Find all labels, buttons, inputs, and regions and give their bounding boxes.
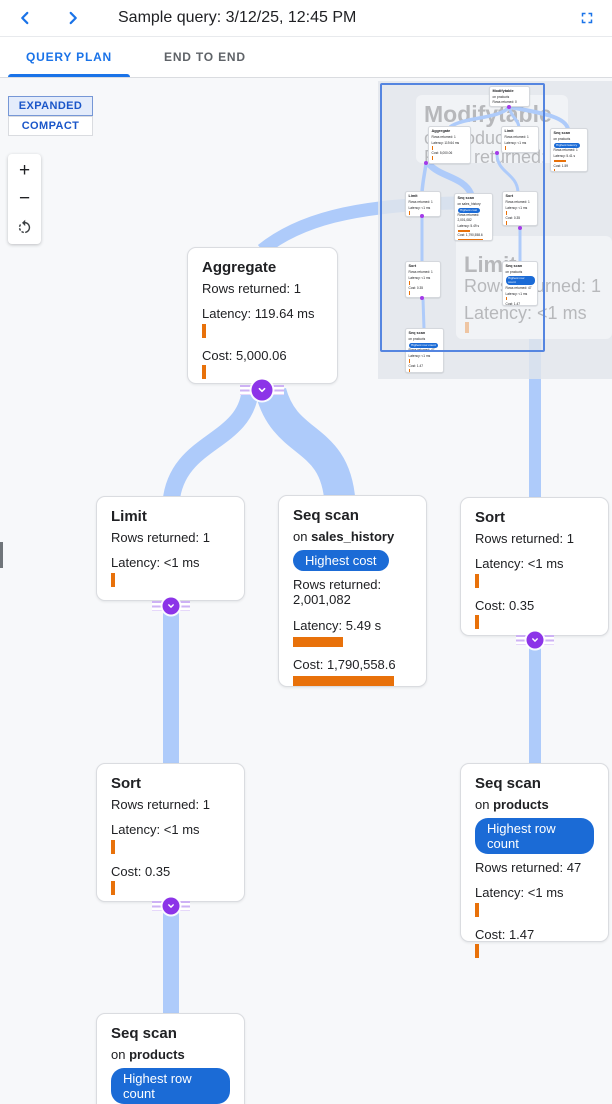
cost-bar <box>111 880 115 895</box>
chevron-down-icon <box>526 631 544 648</box>
mini-node-limit-top: Limit Rows returned: 1 Latency: <1 ms <box>501 126 539 153</box>
plan-node-seq-scan-products-right[interactable]: Seq scan on products Highest row count R… <box>460 763 609 958</box>
plan-node-seq-scan-products-bottom[interactable]: Seq scan on products Highest row count R… <box>96 1013 245 1104</box>
mini-node-sort-a: Sort Rows returned: 1 Latency: <1 ms Cos… <box>502 191 538 226</box>
node-title: Aggregate <box>202 259 277 276</box>
highest-cost-badge: Highest cost <box>293 550 389 571</box>
layout-toggle: EXPANDED COMPACT <box>8 96 93 136</box>
node-title: Sort <box>111 775 141 792</box>
node-cost: Cost: 0.35 <box>111 863 171 879</box>
tab-query-plan[interactable]: QUERY PLAN <box>0 37 138 77</box>
node-table: on sales_history <box>293 529 395 544</box>
collapse-aggregate-button[interactable] <box>240 379 284 401</box>
collapse-limit-button[interactable] <box>152 596 190 615</box>
node-latency: Latency: 5.49 s <box>293 617 382 633</box>
ghost-latency-bar <box>465 322 469 333</box>
latency-bar <box>293 636 343 647</box>
zoom-controls: + − <box>8 154 41 244</box>
page-title: Sample query: 3/12/25, 12:45 PM <box>118 9 357 26</box>
zoom-out-button[interactable]: − <box>8 185 41 213</box>
cost-bar <box>475 943 479 958</box>
chevron-left-icon <box>21 11 29 25</box>
node-rows: Rows returned: 1 <box>202 281 301 296</box>
minimap-edges <box>420 105 570 330</box>
fullscreen-button[interactable] <box>572 3 602 33</box>
mini-connector-dot <box>507 105 511 109</box>
header: Sample query: 3/12/25, 12:45 PM <box>0 0 612 37</box>
latency-bar <box>111 839 115 854</box>
node-rows: Rows returned: 2,001,082 <box>293 577 382 608</box>
expanded-button[interactable]: EXPANDED <box>8 96 93 116</box>
latency-bar <box>475 573 479 588</box>
node-rows: Rows returned: 1 <box>111 530 210 545</box>
chevron-down-icon <box>162 897 180 914</box>
chevron-down-icon <box>162 597 180 614</box>
cost-bar <box>293 676 394 687</box>
query-plan-canvas[interactable]: Aggregate Rows returned: 1 Latency: 119.… <box>0 78 612 1104</box>
latency-bar <box>475 902 479 917</box>
tab-bar: QUERY PLAN END TO END <box>0 37 612 78</box>
node-table: on products <box>475 797 549 812</box>
mini-connector-dot <box>495 151 499 155</box>
node-latency: Latency: <1 ms <box>475 556 564 572</box>
mini-connector-dot <box>420 214 424 218</box>
node-cost: Cost: 0.35 <box>475 597 535 613</box>
highest-row-count-badge: Highest row count <box>475 818 594 854</box>
edge-aggregate-to-limit <box>162 390 259 504</box>
node-table: on products <box>111 1047 185 1062</box>
node-cost: Cost: 5,000.06 <box>202 347 287 363</box>
tab-end-to-end[interactable]: END TO END <box>164 50 246 64</box>
minimap-viewport[interactable] <box>380 83 545 352</box>
plan-node-sort-left[interactable]: Sort Rows returned: 1 Latency: <1 ms Cos… <box>96 763 245 902</box>
mini-node-sort-b: Sort Rows returned: 1 Latency: <1 ms Cos… <box>405 261 441 298</box>
latency-bar <box>202 323 206 338</box>
plan-node-limit[interactable]: Limit Rows returned: 1 Latency: <1 ms <box>96 496 245 601</box>
collapse-sort-left-button[interactable] <box>152 896 190 915</box>
collapse-sort-right-button[interactable] <box>516 630 554 649</box>
ghost-limit-latency: Latency: <1 ms <box>464 303 587 323</box>
mini-node-seq-scan-sales: Seq scan on sales_history Highest cost R… <box>454 193 493 241</box>
previous-query-button[interactable] <box>10 3 40 33</box>
node-rows: Rows returned: 1 <box>111 797 210 812</box>
node-title: Seq scan <box>475 775 541 792</box>
mini-node-aggregate: Aggregate Rows returned: 1 Latency: 119.… <box>428 126 471 164</box>
node-title: Limit <box>111 508 147 525</box>
left-scroll-handle[interactable] <box>0 542 3 568</box>
node-latency: Latency: 119.64 ms <box>202 306 315 322</box>
plan-node-sort-right[interactable]: Sort Rows returned: 1 Latency: <1 ms Cos… <box>460 497 609 636</box>
mini-connector-dot <box>424 161 428 165</box>
node-rows: Rows returned: 47 <box>475 860 582 875</box>
mini-connector-dot <box>420 296 424 300</box>
next-query-button[interactable] <box>58 3 88 33</box>
node-title: Seq scan <box>111 1025 177 1042</box>
mini-connector-dot <box>518 226 522 230</box>
reset-view-button[interactable] <box>8 213 41 241</box>
chevron-down-icon <box>251 379 273 401</box>
compact-button[interactable]: COMPACT <box>8 116 93 136</box>
ghost-modifytable-title: Modifytable <box>424 101 552 127</box>
zoom-in-button[interactable]: + <box>8 157 41 185</box>
plan-node-seq-scan-sales-history[interactable]: Seq scan on sales_history Highest cost R… <box>278 495 427 687</box>
node-latency: Latency: <1 ms <box>111 822 200 838</box>
chevron-right-icon <box>69 11 77 25</box>
mini-node-seq-scan-highest-latency: Seq scan on products Highest latency Row… <box>550 128 588 172</box>
cost-bar <box>475 614 479 629</box>
cost-bar <box>202 364 206 379</box>
node-cost: Cost: 1,790,558.6 <box>293 656 396 672</box>
latency-bar <box>111 572 115 587</box>
edge-aggregate-to-seqscan <box>256 387 356 504</box>
node-title: Sort <box>475 509 505 526</box>
node-rows: Rows returned: 1 <box>475 531 574 546</box>
plan-node-aggregate[interactable]: Aggregate Rows returned: 1 Latency: 119.… <box>187 247 338 384</box>
node-latency: Latency: <1 ms <box>475 885 564 901</box>
node-title: Seq scan <box>293 507 359 524</box>
rotate-left-icon <box>18 219 31 233</box>
highest-row-count-badge: Highest row count <box>111 1068 230 1104</box>
mini-node-seq-scan-products-a: Seq scan on products Highest row count R… <box>502 261 538 306</box>
node-cost: Cost: 1.47 <box>475 926 535 942</box>
minimap[interactable]: Modifytable on products Rows returned: L… <box>378 81 612 379</box>
node-latency: Latency: <1 ms <box>111 555 200 571</box>
fullscreen-icon <box>581 12 593 24</box>
